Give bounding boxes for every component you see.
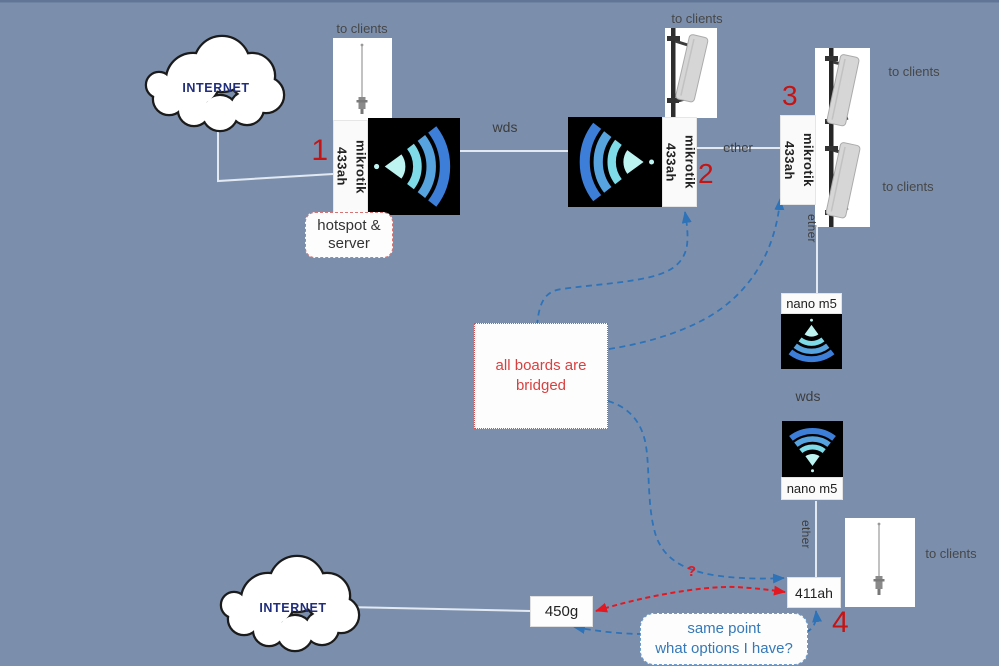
hotspot-server-note: hotspot & server	[305, 212, 393, 258]
question-arrow-450g-411ah	[595, 585, 786, 613]
bridge-arrow-to-node2	[536, 211, 692, 327]
cloud-bottom	[219, 554, 361, 653]
cloud-top	[144, 34, 286, 133]
nano-top-radio-box	[781, 314, 842, 369]
node2-number: 2	[698, 158, 714, 189]
wds-top-label: wds	[492, 119, 518, 135]
bridged-note: all boards are bridged	[474, 323, 608, 429]
to-clients-label-node2: to clients	[671, 11, 723, 26]
nano-bottom-label: nano m5	[781, 477, 843, 500]
omni-antenna-icon	[845, 518, 915, 607]
wifi-beam-left-icon	[573, 118, 657, 206]
ether-mid-label: ether	[805, 214, 819, 243]
omni-antenna-icon	[333, 38, 392, 120]
dual-sector-antenna-icon	[815, 48, 870, 227]
wifi-beam-right-icon	[369, 124, 460, 210]
ether-bottom-label: ether	[799, 520, 813, 549]
to-clients-label-node3-top: to clients	[888, 64, 940, 79]
internet2-link-line	[344, 606, 531, 612]
node3-device-label: mikrotik 433ah	[780, 115, 816, 205]
to-clients-label-node1: to clients	[336, 21, 388, 36]
node2-radio-box	[568, 117, 662, 207]
node2-device-label: mikrotik 433ah	[662, 117, 697, 207]
sector-antenna-icon	[665, 28, 717, 118]
top-edge	[0, 0, 999, 3]
bridge-arrow-to-node3	[608, 198, 785, 350]
to-clients-label-node4: to clients	[925, 546, 977, 561]
wired-links	[217, 118, 818, 612]
internet-cloud-label-top: INTERNET	[182, 81, 250, 95]
samepoint-arrow-to-450g	[573, 624, 644, 635]
to-clients-label-node3-bottom: to clients	[882, 179, 934, 194]
node4-device-label: 411ah	[787, 577, 841, 608]
nano-bottom-radio-box	[782, 421, 843, 477]
node1-number: 1	[311, 134, 328, 167]
bridge-arrow-to-node4	[607, 400, 785, 584]
node3-number: 3	[782, 80, 798, 111]
internet-cloud-label-bottom: INTERNET	[259, 601, 327, 615]
wds-mid-label: wds	[795, 388, 821, 404]
node1-device-label: mikrotik 433ah	[333, 120, 368, 213]
same-point-note: same point what options I have?	[640, 613, 808, 665]
nano-top-label: nano m5	[781, 293, 842, 314]
node1-radio-box	[368, 118, 460, 215]
node4-number: 4	[832, 606, 849, 639]
ether-top-label: ether	[723, 140, 753, 155]
wifi-beam-up-icon	[785, 424, 840, 474]
wifi-beam-down-icon	[784, 317, 839, 366]
router-450g-label: 450g	[530, 596, 593, 627]
internet1-link-line	[217, 118, 334, 183]
question-mark-label: ?	[687, 563, 697, 580]
bridge-arrows	[536, 198, 823, 635]
